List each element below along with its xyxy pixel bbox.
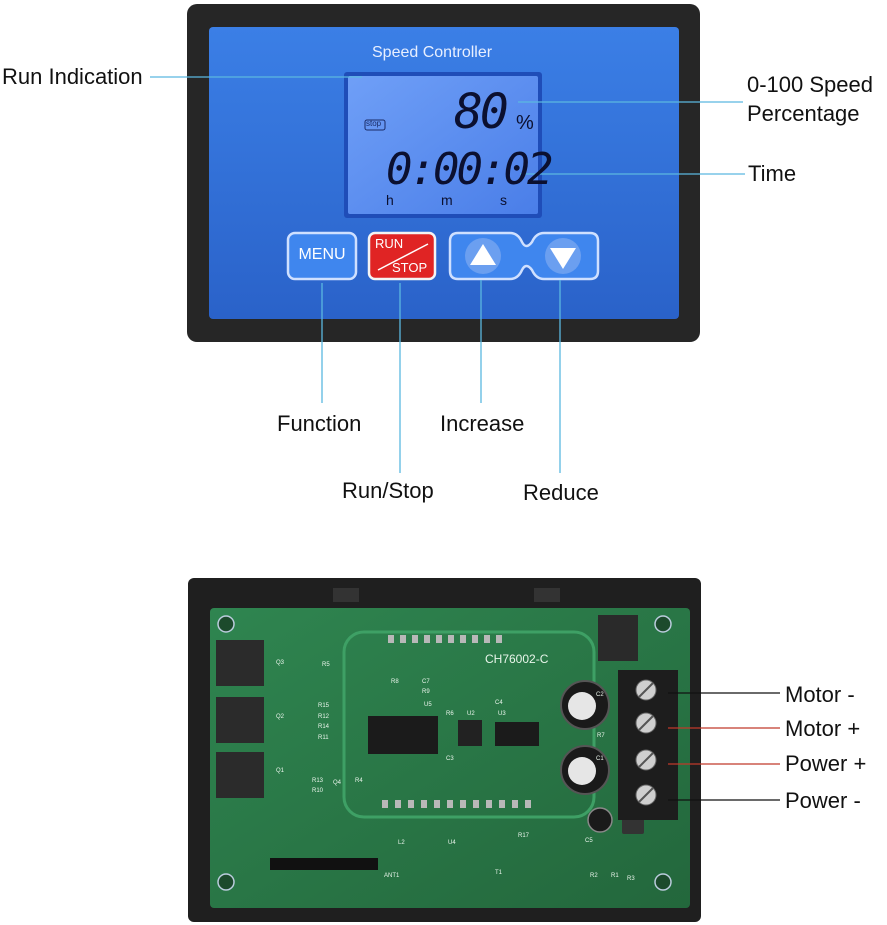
power-plus-label: Power + <box>785 751 867 776</box>
time-unit-seconds: s <box>500 192 507 208</box>
speed-readout: 80 <box>454 84 509 140</box>
pcb-label-c4: C4 <box>495 700 503 706</box>
pcb-label-c1: C1 <box>596 756 604 762</box>
time-label: Time <box>748 161 797 186</box>
menu-button-shape <box>286 231 358 281</box>
stop-indicator-box <box>364 119 386 131</box>
speed-percentage-label-line1: 0-100 Speed <box>747 72 873 97</box>
power-minus-label: Power - <box>785 788 861 813</box>
down-arrow-icon <box>550 248 576 269</box>
pcb-label-r3: R3 <box>627 876 635 882</box>
pcb-label-q3: Q3 <box>276 660 285 666</box>
pcb-label-u2: U2 <box>467 711 475 717</box>
time-readout: 0:00:02 <box>386 144 553 195</box>
mosfet-q3 <box>216 640 264 686</box>
function-label: Function <box>277 411 362 436</box>
time-unit-hours: h <box>386 192 394 208</box>
pcb-label-r2: R2 <box>590 873 598 879</box>
pcb-label-t1: T1 <box>495 870 503 876</box>
pcb-label-q4: Q4 <box>333 780 342 786</box>
board-model: CH76002-C <box>485 652 549 666</box>
stop-indicator-label: stop <box>366 119 382 128</box>
mosfet-q2 <box>216 697 264 743</box>
run-label: RUN <box>375 236 404 251</box>
pcb-label-r7: R7 <box>597 733 605 739</box>
stop-label: STOP <box>392 260 428 275</box>
run-indication-label: Run Indication <box>2 64 143 89</box>
motor-minus-label: Motor - <box>785 682 855 707</box>
device-title: Speed Controller <box>372 44 493 61</box>
pcb-label-r15: R15 <box>318 703 330 709</box>
pcb-label-r4: R4 <box>355 778 363 784</box>
pcb-label-r13: R13 <box>312 778 324 784</box>
pcb-label-r9: R9 <box>422 689 430 695</box>
motor-plus-label: Motor + <box>785 716 861 741</box>
pcb-label-r11: R11 <box>318 735 329 741</box>
pcb-label-u3: U3 <box>498 711 506 717</box>
speed-percentage-label-line2: Percentage <box>747 101 860 126</box>
time-unit-minutes: m <box>441 192 453 208</box>
pcb-label-l2: L2 <box>398 840 405 846</box>
up-arrow-icon <box>470 244 496 265</box>
pcb-label-r12: R12 <box>318 714 330 720</box>
pcb-label-r14: R14 <box>318 724 330 730</box>
pcb-label-c5: C5 <box>585 838 593 844</box>
pcb-label-r1: R1 <box>611 873 619 879</box>
pcb-label-q1: Q1 <box>276 768 285 774</box>
reduce-label: Reduce <box>523 480 599 505</box>
voltage-regulator <box>598 615 638 661</box>
lcd-screen <box>348 76 538 214</box>
pcb-label-r6: R6 <box>446 711 454 717</box>
pcb-label-c7: C7 <box>422 679 430 685</box>
pcb-label-u4: U4 <box>448 840 456 846</box>
pcb-label-u5: U5 <box>424 702 432 708</box>
menu-button: MENU <box>298 246 346 263</box>
pcb-board <box>210 608 690 908</box>
pcb-label-r10: R10 <box>312 788 324 794</box>
pcb-label-ant1: ANT1 <box>384 873 400 879</box>
increase-label: Increase <box>440 411 525 436</box>
speed-unit: % <box>516 112 534 134</box>
mosfet-q1 <box>216 752 264 798</box>
run-stop-label: Run/Stop <box>342 478 434 503</box>
pcb-label-c3: C3 <box>446 756 454 762</box>
pcb-label-r8: R8 <box>391 679 399 685</box>
callout-lines <box>150 76 745 473</box>
pcb-label-r5: R5 <box>322 662 330 668</box>
run-stop-button-shape <box>367 231 437 281</box>
pcb-label-r17: R17 <box>518 833 530 839</box>
pcb-label-q2: Q2 <box>276 714 285 720</box>
pcb-label-c2: C2 <box>596 692 604 698</box>
ic-u5 <box>368 716 438 754</box>
